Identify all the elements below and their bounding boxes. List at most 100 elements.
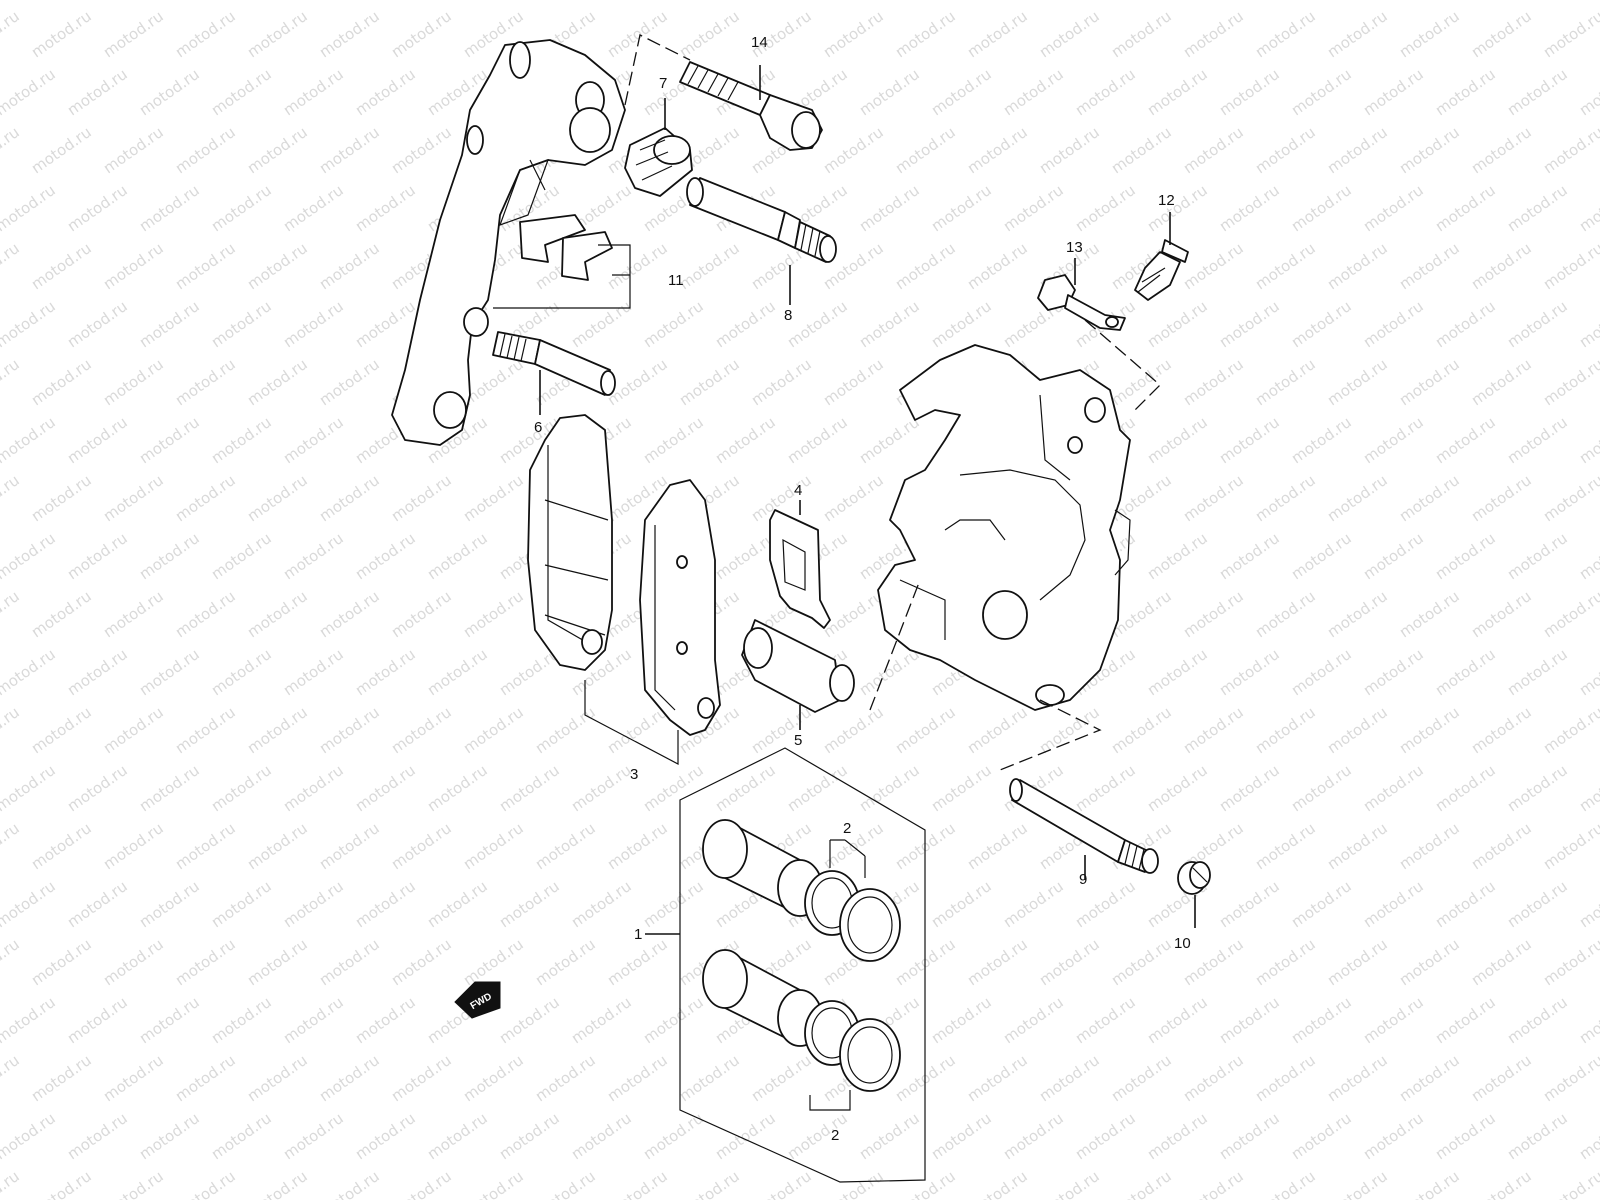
watermark-text: motod.ru bbox=[100, 1167, 167, 1200]
watermark-text: motod.ru bbox=[532, 703, 599, 757]
watermark-text: motod.ru bbox=[1504, 1109, 1571, 1163]
watermark-text: motod.ru bbox=[316, 471, 383, 525]
piston-upper bbox=[702, 819, 901, 962]
watermark-text: motod.ru bbox=[1252, 587, 1319, 641]
watermark-text: motod.ru bbox=[208, 1109, 275, 1163]
watermark-text: motod.ru bbox=[1216, 181, 1283, 235]
watermark-text: motod.ru bbox=[64, 529, 131, 583]
watermark-text: motod.ru bbox=[352, 645, 419, 699]
watermark-text: motod.ru bbox=[0, 1167, 23, 1200]
watermark-text: motod.ru bbox=[1288, 297, 1355, 351]
watermark-text: motod.ru bbox=[1468, 7, 1535, 61]
watermark-text: motod.ru bbox=[0, 355, 23, 409]
watermark-text: motod.ru bbox=[1396, 7, 1463, 61]
watermark-text: motod.ru bbox=[964, 819, 1031, 873]
watermark-text: motod.ru bbox=[1504, 297, 1571, 351]
watermark-text: motod.ru bbox=[0, 935, 23, 989]
watermark-text: motod.ru bbox=[100, 819, 167, 873]
watermark-text: motod.ru bbox=[604, 239, 671, 293]
watermark-text: motod.ru bbox=[964, 1167, 1031, 1200]
watermark-text: motod.ru bbox=[1360, 1109, 1427, 1163]
watermark-text: motod.ru bbox=[892, 123, 959, 177]
callout-10: 10 bbox=[1174, 935, 1191, 952]
watermark-text: motod.ru bbox=[1252, 7, 1319, 61]
watermark-text: motod.ru bbox=[964, 7, 1031, 61]
callout-2-upper: 2 bbox=[843, 820, 851, 837]
watermark-text: motod.ru bbox=[1036, 935, 1103, 989]
watermark-text: motod.ru bbox=[1468, 355, 1535, 409]
watermark-text: motod.ru bbox=[0, 413, 59, 467]
brake-pad-set bbox=[527, 414, 721, 765]
watermark-text: motod.ru bbox=[28, 935, 95, 989]
watermark-text: motod.ru bbox=[64, 1109, 131, 1163]
watermark-text: motod.ru bbox=[712, 529, 779, 583]
watermark-text: motod.ru bbox=[604, 819, 671, 873]
watermark-text: motod.ru bbox=[0, 123, 23, 177]
watermark-text: motod.ru bbox=[1360, 993, 1427, 1047]
watermark-text: motod.ru bbox=[1576, 297, 1600, 351]
watermark-text: motod.ru bbox=[100, 471, 167, 525]
watermark-text: motod.ru bbox=[208, 761, 275, 815]
watermark-text: motod.ru bbox=[1432, 0, 1499, 3]
watermark-text: motod.ru bbox=[28, 703, 95, 757]
watermark-text: motod.ru bbox=[244, 1051, 311, 1105]
watermark-text: motod.ru bbox=[1288, 65, 1355, 119]
pad-pin bbox=[741, 619, 855, 713]
callout-labels: 1 2 2 3 4 5 6 7 8 9 10 11 12 13 14 bbox=[534, 34, 1191, 1144]
watermark-text: motod.ru bbox=[604, 1167, 671, 1200]
watermark-text: motod.ru bbox=[424, 529, 491, 583]
watermark-text: motod.ru bbox=[316, 123, 383, 177]
watermark-text: motod.ru bbox=[244, 935, 311, 989]
watermark-text: motod.ru bbox=[1576, 65, 1600, 119]
watermark-text: motod.ru bbox=[1288, 413, 1355, 467]
watermark-text: motod.ru bbox=[1072, 993, 1139, 1047]
watermark-text: motod.ru bbox=[1360, 297, 1427, 351]
watermark-text: motod.ru bbox=[1540, 1051, 1600, 1105]
watermark-text: motod.ru bbox=[280, 297, 347, 351]
watermark-text: motod.ru bbox=[1432, 1109, 1499, 1163]
watermark-text: motod.ru bbox=[1072, 65, 1139, 119]
watermark-text: motod.ru bbox=[1036, 123, 1103, 177]
watermark-text: motod.ru bbox=[316, 819, 383, 873]
watermark-text: motod.ru bbox=[856, 181, 923, 235]
watermark-text: motod.ru bbox=[1324, 587, 1391, 641]
watermark-text: motod.ru bbox=[0, 471, 23, 525]
watermark-text: motod.ru bbox=[1072, 1109, 1139, 1163]
watermark-text: motod.ru bbox=[1576, 645, 1600, 699]
watermark-text: motod.ru bbox=[1036, 703, 1103, 757]
watermark-text: motod.ru bbox=[1324, 239, 1391, 293]
watermark-text: motod.ru bbox=[568, 1109, 635, 1163]
caliper-slide-pin bbox=[1009, 778, 1159, 874]
watermark-text: motod.ru bbox=[388, 1051, 455, 1105]
watermark-text: motod.ru bbox=[100, 703, 167, 757]
watermark-text: motod.ru bbox=[1324, 703, 1391, 757]
watermark-text: motod.ru bbox=[1396, 1051, 1463, 1105]
watermark-text: motod.ru bbox=[1144, 65, 1211, 119]
watermark-text: motod.ru bbox=[352, 993, 419, 1047]
watermark-text: motod.ru bbox=[172, 587, 239, 641]
watermark-text: motod.ru bbox=[352, 65, 419, 119]
watermark-text: motod.ru bbox=[1468, 1051, 1535, 1105]
watermark-text: motod.ru bbox=[784, 297, 851, 351]
watermark-text: motod.ru bbox=[928, 761, 995, 815]
watermark-text: motod.ru bbox=[244, 7, 311, 61]
watermark-text: motod.ru bbox=[424, 877, 491, 931]
watermark-text: motod.ru bbox=[1252, 471, 1319, 525]
watermark-text: motod.ru bbox=[604, 935, 671, 989]
watermark-text: motod.ru bbox=[1288, 645, 1355, 699]
watermark-text: motod.ru bbox=[568, 761, 635, 815]
watermark-text: motod.ru bbox=[928, 181, 995, 235]
watermark-text: motod.ru bbox=[352, 297, 419, 351]
watermark-text: motod.ru bbox=[1252, 935, 1319, 989]
watermark-text: motod.ru bbox=[28, 587, 95, 641]
watermark-text: motod.ru bbox=[1360, 181, 1427, 235]
watermark-text: motod.ru bbox=[856, 413, 923, 467]
watermark-text: motod.ru bbox=[1468, 471, 1535, 525]
watermark-text: motod.ru bbox=[1540, 587, 1600, 641]
watermark-text: motod.ru bbox=[0, 7, 23, 61]
watermark-text: motod.ru bbox=[244, 471, 311, 525]
watermark-text: motod.ru bbox=[64, 413, 131, 467]
watermark-text: motod.ru bbox=[856, 1109, 923, 1163]
watermark-text: motod.ru bbox=[712, 413, 779, 467]
bleeder-cap bbox=[1037, 274, 1126, 331]
